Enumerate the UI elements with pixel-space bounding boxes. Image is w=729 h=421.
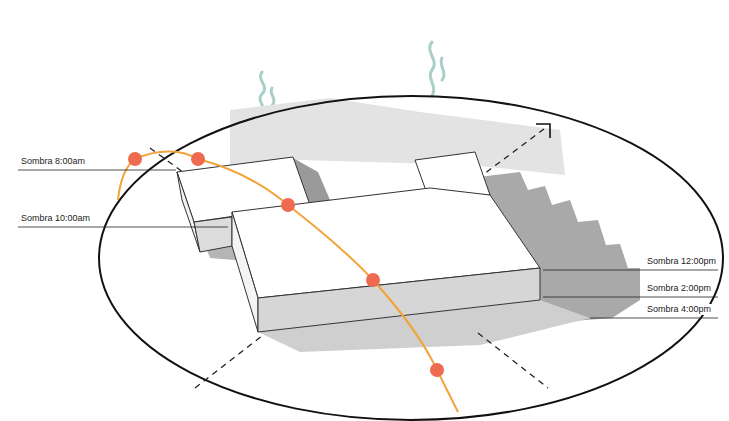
block-main-front <box>258 268 540 332</box>
block-main-side <box>232 212 258 332</box>
time-label: Sombra 8:00am <box>20 156 86 167</box>
north-arrow <box>536 124 550 138</box>
time-label: Sombra 4:00pm <box>646 304 712 315</box>
sun-path <box>118 151 458 412</box>
block-left-front <box>194 217 232 252</box>
time-label: Sombra 2:00pm <box>646 283 712 294</box>
leader-lines <box>18 170 718 318</box>
time-label: Sombra 10:00am <box>20 213 91 224</box>
time-label: Sombra 12:00pm <box>646 256 717 267</box>
sun-positions <box>128 152 444 377</box>
block-left-side <box>177 172 200 252</box>
site-ellipse <box>99 96 723 420</box>
